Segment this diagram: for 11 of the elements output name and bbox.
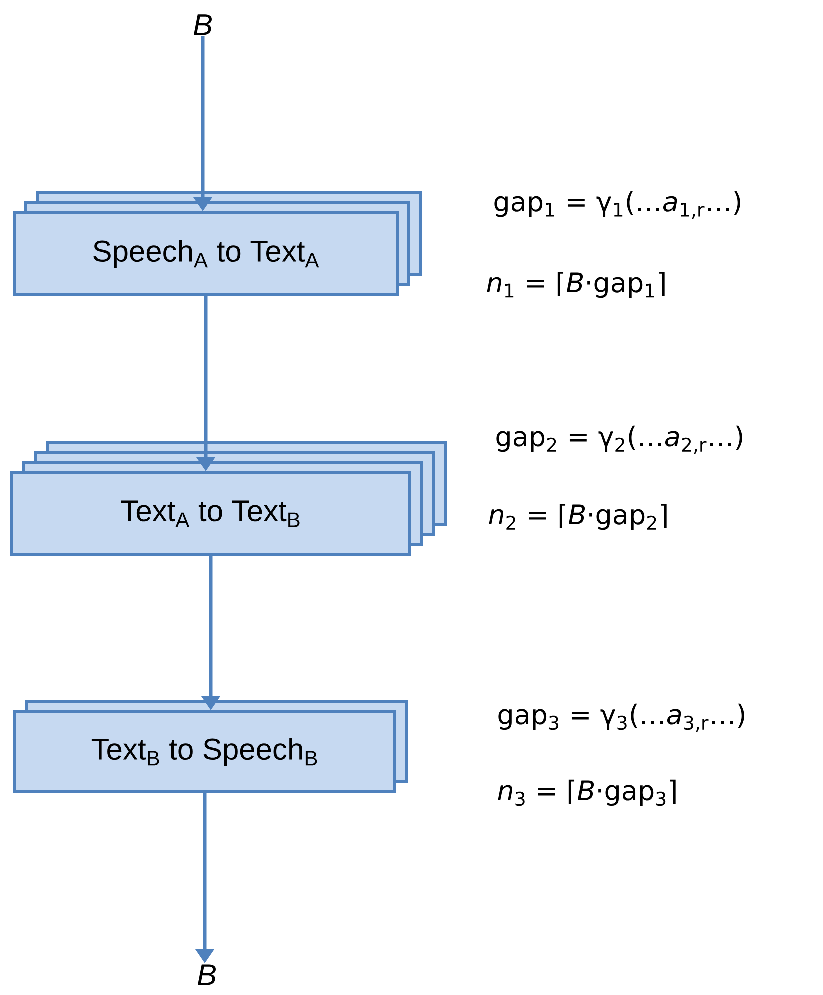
formula-text: gap$_{3}$ = γ$_{3}$(…a$_{3,r}$…) (498, 704, 744, 732)
stacked-process-box: Text$_{A}$ to Text$_{B}$ (10, 442, 448, 556)
variable-label: B (194, 14, 212, 36)
formula-text: n$_{1}$ = ⌈B·gap$_{1}$⌉ (487, 272, 665, 298)
variable-label: B (198, 964, 216, 986)
stacked-process-box: Speech$_{A}$ to Text$_{A}$ (13, 192, 422, 296)
formula-text: n$_{2}$ = ⌈B·gap$_{2}$⌉ (489, 504, 667, 530)
formula-text: gap$_{2}$ = γ$_{2}$(…a$_{2,r}$…) (496, 426, 742, 454)
formula-text: gap$_{1}$ = γ$_{1}$(…a$_{1,r}$…) (494, 191, 740, 219)
formula-text: n$_{3}$ = ⌈B·gap$_{3}$⌉ (498, 780, 676, 806)
stacked-process-box: Text$_{B}$ to Speech$_{B}$ (14, 700, 408, 794)
